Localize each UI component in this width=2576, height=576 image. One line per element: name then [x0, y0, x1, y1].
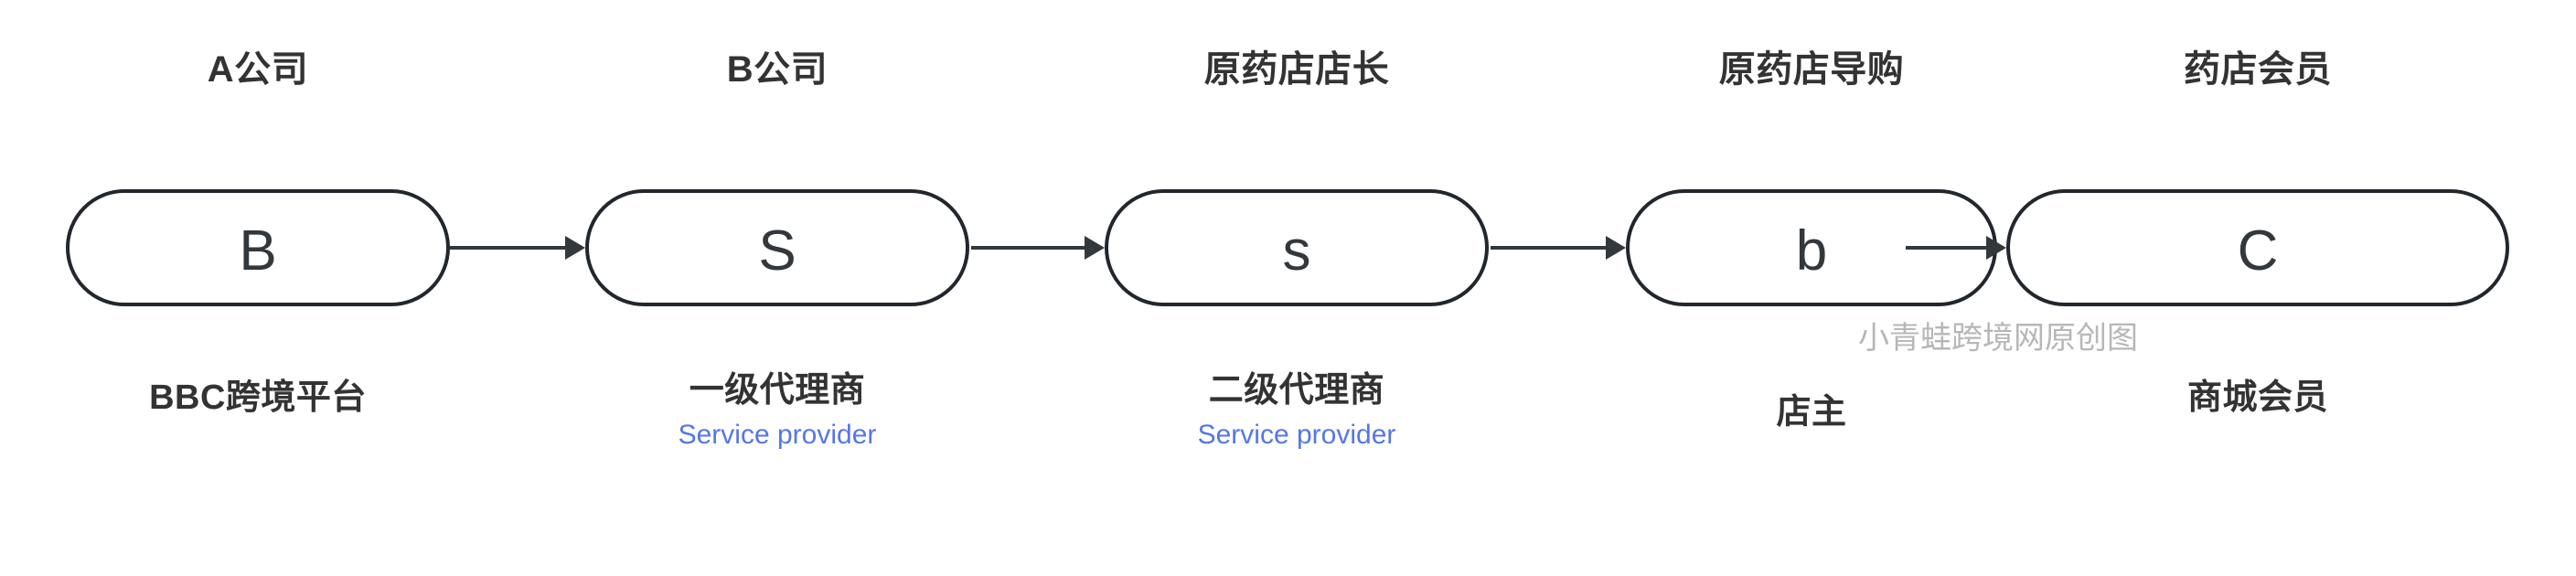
- node-3-sub-group: 二级代理商 Service provider: [1105, 369, 1489, 453]
- arrow-node3-to-node4: [1491, 236, 1626, 260]
- flow-node-3[interactable]: 原药店店长 s 二级代理商 Service provider: [1105, 0, 1489, 576]
- node-3-box[interactable]: s: [1105, 189, 1489, 306]
- node-2-box[interactable]: S: [585, 189, 969, 306]
- node-2-sub-label: 一级代理商: [689, 371, 866, 410]
- arrowhead-icon: [1085, 236, 1105, 260]
- node-2-top-label: B公司: [726, 49, 828, 90]
- node-1-box[interactable]: B: [66, 189, 450, 306]
- node-5-sub-group: 商城会员: [2006, 377, 2509, 419]
- node-4-sub-label: 店主: [1776, 393, 1847, 432]
- arrow-line: [971, 246, 1088, 250]
- arrow-node1-to-node2: [450, 236, 585, 260]
- arrow-node4-to-node5: [1906, 236, 2006, 260]
- flow-node-2[interactable]: B公司 S 一级代理商 Service provider: [585, 0, 969, 576]
- node-3-letter: s: [1282, 219, 1311, 283]
- flow-node-5[interactable]: 药店会员 C 商城会员: [2006, 0, 2509, 576]
- watermark-text: 小青蛙跨境网原创图: [1858, 321, 2138, 356]
- arrowhead-icon: [1606, 236, 1626, 260]
- flow-node-4[interactable]: 原药店导购 b 店主: [1626, 0, 1997, 576]
- node-4-sub-group: 店主: [1626, 391, 1997, 433]
- arrowhead-icon: [1986, 236, 2006, 260]
- node-2-letter: S: [758, 219, 796, 283]
- node-4-letter: b: [1795, 219, 1828, 283]
- node-3-sub-en-label: Service provider: [1197, 420, 1396, 450]
- arrow-line: [1491, 246, 1609, 250]
- node-5-box[interactable]: C: [2006, 189, 2509, 306]
- node-3-top-label: 原药店店长: [1203, 49, 1390, 90]
- node-1-letter: B: [239, 219, 277, 283]
- arrow-line: [450, 246, 569, 250]
- node-5-letter: C: [2237, 219, 2279, 283]
- arrowhead-icon: [565, 236, 585, 260]
- node-1-sub-group: BBC跨境平台: [66, 377, 450, 419]
- node-2-sub-group: 一级代理商 Service provider: [585, 369, 969, 453]
- node-2-sub-en-label: Service provider: [678, 420, 877, 450]
- node-3-sub-label: 二级代理商: [1208, 371, 1385, 410]
- node-5-sub-label: 商城会员: [2186, 379, 2328, 417]
- node-1-top-label: A公司: [207, 49, 309, 90]
- flow-node-1[interactable]: A公司 B BBC跨境平台: [66, 0, 450, 576]
- arrow-line: [1906, 246, 1990, 250]
- node-5-top-label: 药店会员: [2184, 49, 2332, 90]
- node-4-top-label: 原药店导购: [1718, 49, 1905, 90]
- node-1-sub-label: BBC跨境平台: [149, 379, 367, 417]
- arrow-node2-to-node3: [971, 236, 1105, 260]
